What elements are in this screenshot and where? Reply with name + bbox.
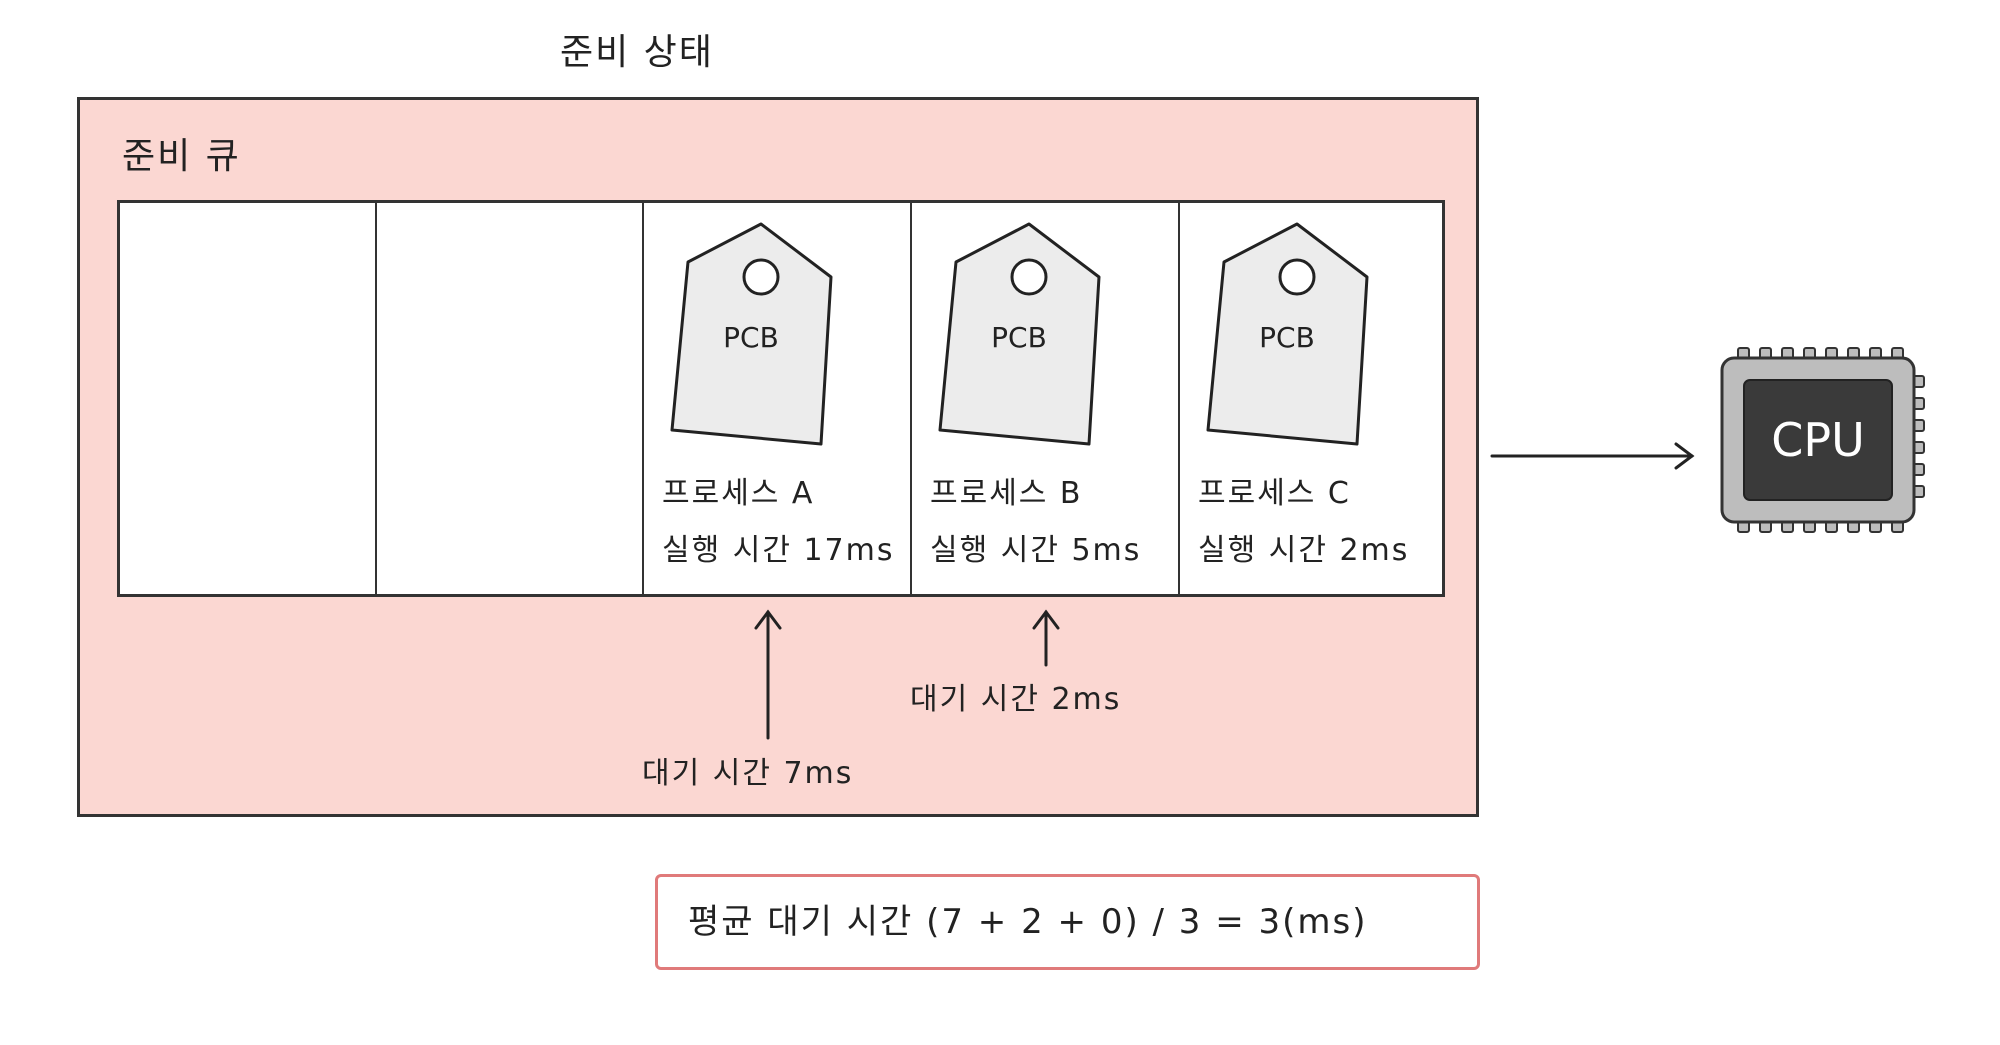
pcb-label: PCB (1259, 321, 1315, 354)
process-run-time: 실행 시간 17ms (662, 533, 895, 568)
queue-slot-process-b: PCB 프로세스 B 실행 시간 5ms (910, 203, 1178, 594)
queue-slot-empty-1 (120, 203, 375, 594)
process-run-time: 실행 시간 2ms (1198, 533, 1410, 568)
pcb-tag-icon: PCB (670, 222, 833, 446)
pcb-label: PCB (723, 321, 779, 354)
diagram-title: 준비 상태 (560, 32, 714, 73)
wait-time-label-a: 대기 시간 7ms (642, 756, 854, 791)
ready-queue-label: 준비 큐 (122, 136, 241, 177)
queue-slot-process-a: PCB 프로세스 A 실행 시간 17ms (642, 203, 910, 594)
ready-queue: PCB 프로세스 A 실행 시간 17ms PCB 프로세스 B 실행 시간 5… (117, 200, 1445, 597)
average-wait-time: 평균 대기 시간 (7 + 2 + 0) / 3 = 3(ms) (655, 874, 1480, 970)
queue-slot-process-c: PCB 프로세스 C 실행 시간 2ms (1178, 203, 1445, 594)
process-run-time: 실행 시간 5ms (930, 533, 1142, 568)
to-cpu-arrow (1490, 442, 1695, 470)
cpu-icon: CPU (1720, 347, 1925, 533)
process-name: 프로세스 A (662, 476, 815, 511)
wait-time-label-b: 대기 시간 2ms (910, 682, 1122, 717)
queue-slot-empty-2 (375, 203, 642, 594)
pcb-tag-icon: PCB (1206, 222, 1369, 446)
process-name: 프로세스 B (930, 476, 1083, 511)
cpu-label: CPU (1771, 413, 1865, 467)
pcb-label: PCB (991, 321, 1047, 354)
pcb-tag-icon: PCB (938, 222, 1101, 446)
process-name: 프로세스 C (1198, 476, 1351, 511)
